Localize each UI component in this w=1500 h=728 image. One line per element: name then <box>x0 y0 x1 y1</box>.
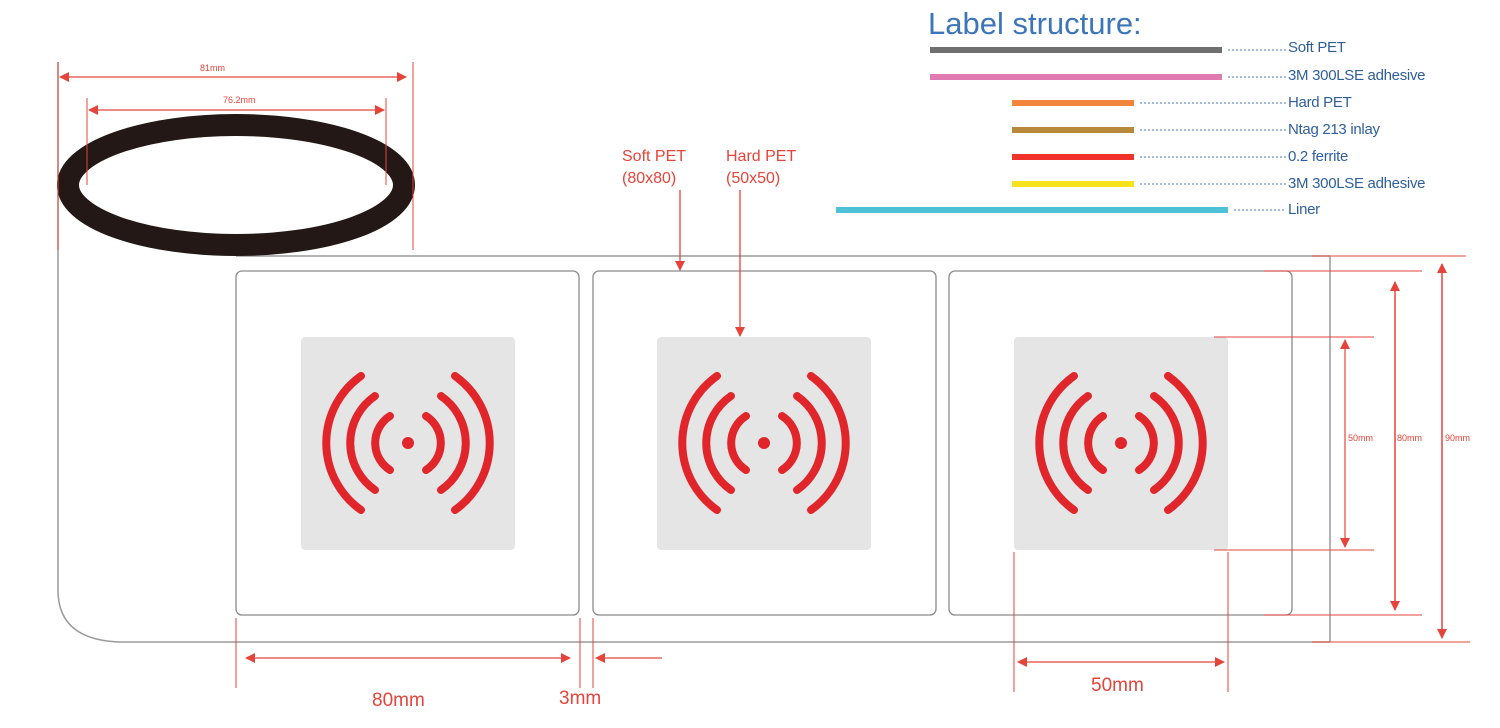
roll-outer-diameter-label: 81mm <box>200 63 226 73</box>
rfid-wave-icon <box>1035 372 1207 514</box>
soft-pet-callout-size: (80x80) <box>622 170 677 187</box>
soft-pet-callout: Soft PET (80x80) <box>622 146 686 190</box>
structure-title: Label structure: <box>928 6 1142 41</box>
label-width-label: 80mm <box>372 690 425 711</box>
hard-pet-callout: Hard PET (50x50) <box>726 146 796 190</box>
inlay-width-label: 50mm <box>1091 675 1144 696</box>
layer-label-adhesive-bottom: 3M 300LSE adhesive <box>1288 175 1426 192</box>
roll-core-ring <box>57 114 415 256</box>
label-height-label: 80mm <box>1397 433 1423 443</box>
rfid-wave-icon <box>678 372 850 514</box>
layer-label-liner: Liner <box>1288 201 1320 218</box>
gap-label: 3mm <box>559 688 602 709</box>
layer-label-ferrite: 0.2 ferrite <box>1288 148 1349 165</box>
liner-height-label: 90mm <box>1445 433 1471 443</box>
roll-inner-diameter-label: 76.2mm <box>223 95 256 105</box>
layer-label-soft-pet: Soft PET <box>1288 39 1346 56</box>
layer-label-hard-pet: Hard PET <box>1288 94 1352 111</box>
soft-pet-callout-name: Soft PET <box>622 148 687 165</box>
layer-label-adhesive-top: 3M 300LSE adhesive <box>1288 67 1426 84</box>
layer-label-inlay: Ntag 213 inlay <box>1288 121 1380 138</box>
hard-pet-callout-name: Hard PET <box>726 148 797 165</box>
roll-body <box>57 62 1330 643</box>
rfid-wave-icon <box>322 372 494 514</box>
inlay-height-label: 50mm <box>1348 433 1374 443</box>
hard-pet-callout-size: (50x50) <box>726 170 781 187</box>
structure-legend <box>836 47 1286 213</box>
